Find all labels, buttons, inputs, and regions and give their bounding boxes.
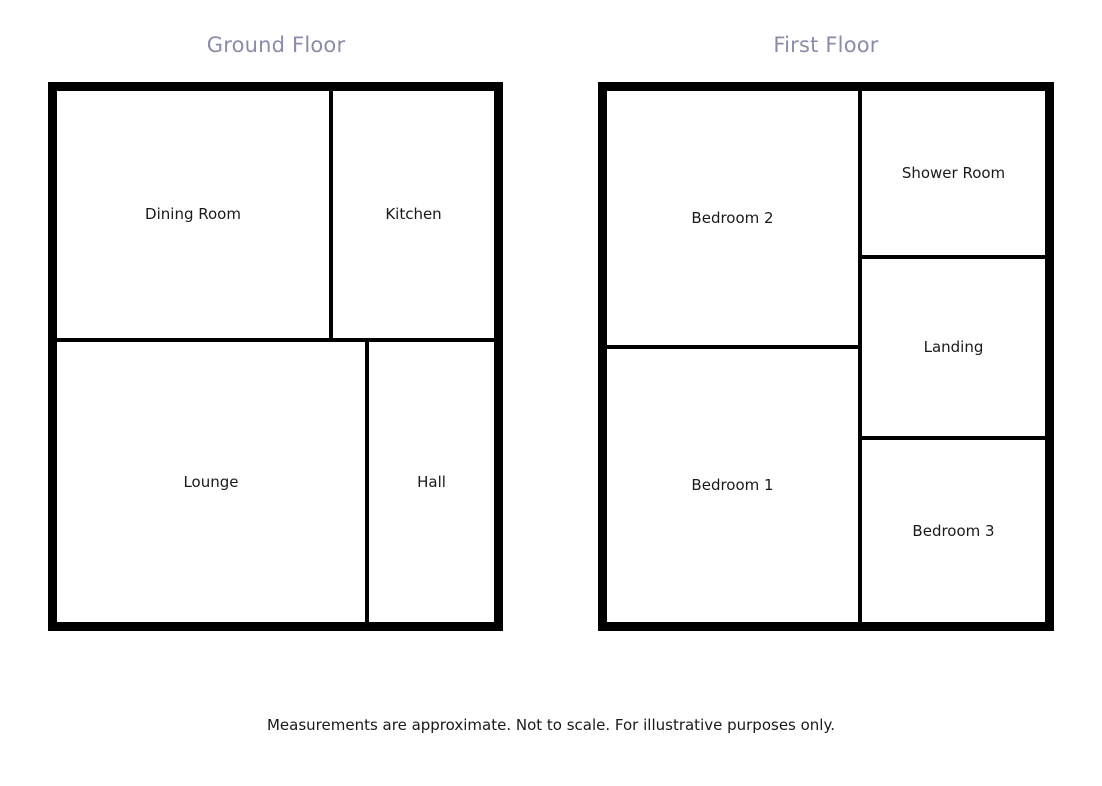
room-label-bedroom-2: Bedroom 2 [691,208,774,227]
first-floor-plan: Bedroom 2 Shower Room Landing Bedroom 1 … [598,82,1054,631]
wall-bedroom2-bedroom1 [607,345,862,349]
ground-floor-interior: Dining Room Kitchen Lounge Hall [57,91,494,622]
room-bedroom-1[interactable]: Bedroom 1 [607,349,858,622]
room-lounge[interactable]: Lounge [57,342,365,622]
ground-floor-title: Ground Floor [206,33,346,57]
room-label-dining-room: Dining Room [145,205,241,223]
room-hall[interactable]: Hall [369,342,494,622]
room-label-bedroom-1: Bedroom 1 [691,476,774,494]
wall-shower-landing [858,255,1045,259]
wall-landing-bedroom3 [858,436,1045,440]
room-label-lounge: Lounge [183,472,239,491]
first-floor-title: First Floor [773,33,879,57]
wall-first-main-vertical [858,91,862,622]
room-label-bedroom-3: Bedroom 3 [912,521,995,540]
room-bedroom-2[interactable]: Bedroom 2 [607,91,858,345]
room-label-landing: Landing [923,338,984,356]
room-label-hall: Hall [417,472,446,491]
room-shower-room[interactable]: Shower Room [862,91,1045,255]
room-dining-room[interactable]: Dining Room [57,91,329,338]
ground-floor-plan: Dining Room Kitchen Lounge Hall [48,82,503,631]
wall-ground-mid-horizontal [57,338,494,342]
room-landing[interactable]: Landing [862,259,1045,436]
room-bedroom-3[interactable]: Bedroom 3 [862,440,1045,622]
room-label-kitchen: Kitchen [385,205,442,223]
wall-dining-kitchen [329,91,333,338]
room-kitchen[interactable]: Kitchen [333,91,494,338]
disclaimer-footnote: Measurements are approximate. Not to sca… [266,716,835,734]
wall-lounge-hall [365,341,369,622]
room-label-shower-room: Shower Room [901,163,1006,182]
first-floor-interior: Bedroom 2 Shower Room Landing Bedroom 1 … [607,91,1045,622]
